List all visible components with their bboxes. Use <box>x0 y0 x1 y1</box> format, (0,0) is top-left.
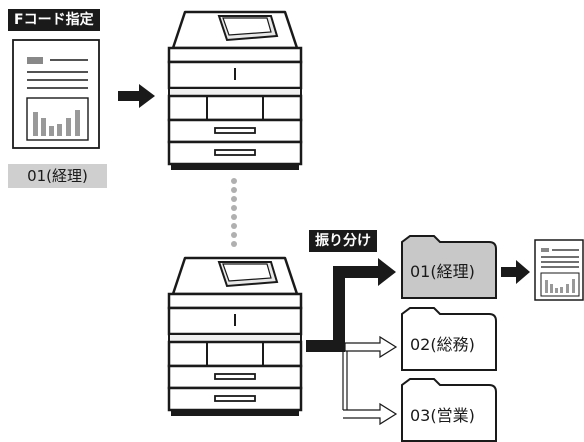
folder-icon <box>401 235 497 299</box>
printer-icon <box>167 256 303 418</box>
folder-label-01: 01(経理) <box>410 262 475 281</box>
fcode-tag: Fコード指定 <box>8 9 100 31</box>
folder-icon <box>401 307 497 371</box>
connector-dots <box>231 178 237 247</box>
source-document-icon <box>12 39 100 149</box>
arrow-right-icon <box>501 260 530 284</box>
source-doc-label: 01(経理) <box>8 164 107 188</box>
output-document-icon <box>534 239 584 301</box>
folder-label-02: 02(総務) <box>410 335 475 354</box>
folder-icon <box>401 378 497 442</box>
printer-icon <box>167 10 303 172</box>
arrow-right-icon <box>118 84 155 108</box>
folder-label-03: 03(営業) <box>410 406 475 425</box>
sort-arrows <box>306 258 398 426</box>
sort-tag: 振り分け <box>309 230 377 252</box>
